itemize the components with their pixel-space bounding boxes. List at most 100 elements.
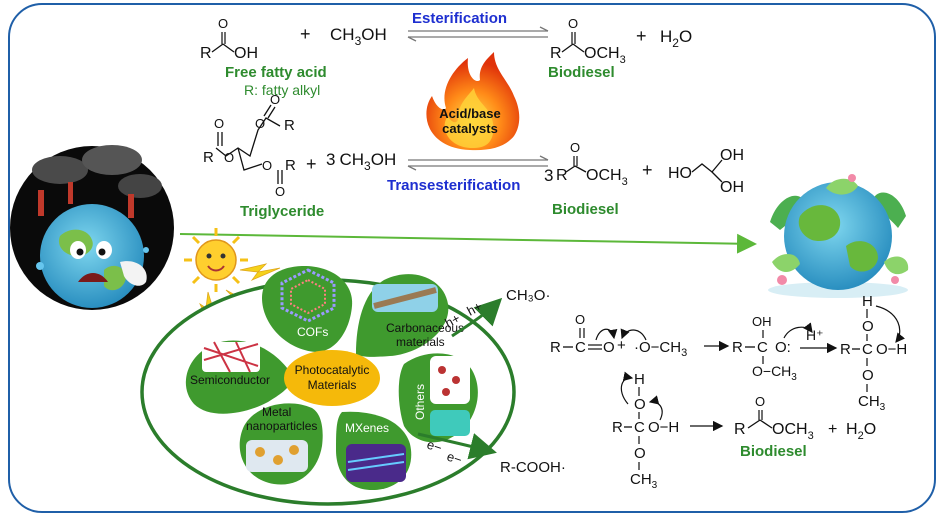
svg-text:R: R <box>550 339 561 356</box>
sun-icon <box>184 228 248 292</box>
svg-text:CH3: CH3 <box>630 471 658 491</box>
petal-mxenes <box>336 411 412 490</box>
glycerol-structure: HO OH OH <box>668 147 744 196</box>
svg-text:C: C <box>575 339 586 356</box>
petal-others <box>398 353 478 443</box>
ffa-carbonyl-o: O <box>218 16 228 31</box>
ffa-oh: OH <box>234 45 258 62</box>
svg-text:O−H: O−H <box>648 419 679 436</box>
svg-text:+: + <box>828 421 837 438</box>
triglyceride-label: Triglyceride <box>240 203 324 220</box>
mech-step2: R C OH O: O−CH3 <box>732 314 813 383</box>
radical-bottom: R-COOH· <box>500 459 566 476</box>
petal-metal-line2: nanoparticles <box>246 419 317 433</box>
svg-text:O: O <box>568 16 578 31</box>
svg-text:O: O <box>214 116 224 131</box>
transesterification-label: Transesterification <box>387 177 520 194</box>
svg-text:H: H <box>634 371 645 388</box>
mech-biodiesel-label: Biodiesel <box>740 443 807 460</box>
svg-text:H: H <box>862 293 873 310</box>
petal-metal-line1: Metal <box>262 405 291 419</box>
center-line2: Materials <box>308 378 357 392</box>
svg-text:R: R <box>840 341 851 358</box>
svg-text:O: O <box>755 394 765 409</box>
svg-text:O: O <box>603 339 615 356</box>
flame-icon <box>426 52 520 151</box>
svg-text:OH: OH <box>752 314 772 329</box>
svg-text:R: R <box>550 45 562 62</box>
ester-biodiesel-label: Biodiesel <box>548 64 615 81</box>
electron-1: e− <box>425 437 444 456</box>
svg-text:O: O <box>570 140 580 155</box>
svg-text:R: R <box>612 419 623 436</box>
svg-text:C: C <box>757 339 768 356</box>
petal-carbon-line2: materials <box>396 335 445 349</box>
radical-top: CH₃O· <box>506 287 550 304</box>
petal-cofs <box>262 266 353 352</box>
water: H2O <box>660 27 692 50</box>
svg-text:O: O <box>862 318 874 335</box>
svg-text:CH3: CH3 <box>858 393 886 413</box>
svg-text:O: O <box>575 312 585 327</box>
svg-text:O:: O: <box>775 339 791 356</box>
svg-text:C: C <box>862 341 873 358</box>
petal-carbon-line1: Carbonaceous <box>386 321 464 335</box>
petal-metal <box>239 403 323 485</box>
svg-text:O−H: O−H <box>876 341 907 358</box>
petal-semiconductor-label: Semiconductor <box>190 373 270 387</box>
petal-others-label: Others <box>413 384 427 420</box>
svg-text:R: R <box>732 339 743 356</box>
svg-text:O: O <box>270 92 280 107</box>
ester-plus-2: + <box>636 26 647 46</box>
svg-text:3: 3 <box>544 166 553 185</box>
mech-step1: R C O O + ·O−CH3 <box>550 312 687 359</box>
mech-step3: H O R C O−H O CH3 <box>840 293 907 413</box>
svg-text:O: O <box>262 158 272 173</box>
petal-carbon <box>356 274 449 357</box>
h-plus: H⁺ <box>806 327 824 343</box>
electron-arrow <box>417 432 497 460</box>
hole-2: h+ <box>464 298 484 318</box>
photocatalyst-center <box>284 350 380 406</box>
ester-plus-1: + <box>300 24 311 44</box>
svg-text:R: R <box>284 117 295 134</box>
svg-text:O: O <box>255 116 265 131</box>
petal-cofs-label: COFs <box>297 325 328 339</box>
triglyceride-structure <box>215 104 283 184</box>
ffa-label: Free fatty acid <box>225 64 327 81</box>
svg-text:R: R <box>285 157 296 174</box>
svg-text:R: R <box>734 421 746 438</box>
svg-text:+: + <box>617 337 626 354</box>
svg-text:C: C <box>634 419 645 436</box>
mech-step4: H O R C O−H O CH3 <box>612 371 679 491</box>
petal-mxenes-label: MXenes <box>345 421 389 435</box>
svg-text:O: O <box>224 150 234 165</box>
svg-text:·O−CH3: ·O−CH3 <box>634 339 687 359</box>
ffa-structure: O R OH <box>200 16 258 62</box>
trans-product-structure: 3 O R OCH3 <box>544 140 628 188</box>
svg-text:OCH3: OCH3 <box>584 45 626 66</box>
electron-2: e− <box>445 449 464 468</box>
svg-text:O: O <box>634 445 646 462</box>
svg-text:OCH3: OCH3 <box>586 167 628 188</box>
svg-text:OH: OH <box>720 179 744 196</box>
svg-text:R: R <box>556 167 568 184</box>
trans-biodiesel-label: Biodiesel <box>552 201 619 218</box>
svg-text:O: O <box>862 367 874 384</box>
svg-text:O−CH3: O−CH3 <box>752 363 797 383</box>
polluted-earth-icon <box>10 145 174 310</box>
svg-text:OH: OH <box>720 147 744 164</box>
esterification-label: Esterification <box>412 10 507 27</box>
triglyceride-labels: O R O O R O O R O <box>203 92 296 199</box>
svg-text:OCH3: OCH3 <box>772 421 814 442</box>
svg-text:HO: HO <box>668 165 692 182</box>
hole-1: h+ <box>442 310 462 330</box>
trans-plus: + <box>306 154 317 174</box>
svg-text:R: R <box>203 149 214 166</box>
diagram-frame <box>8 3 936 513</box>
ester-methanol: CH3OH <box>330 25 387 48</box>
green-earth-icon <box>768 174 909 298</box>
catalyst-line1: Acid/base <box>439 106 500 121</box>
